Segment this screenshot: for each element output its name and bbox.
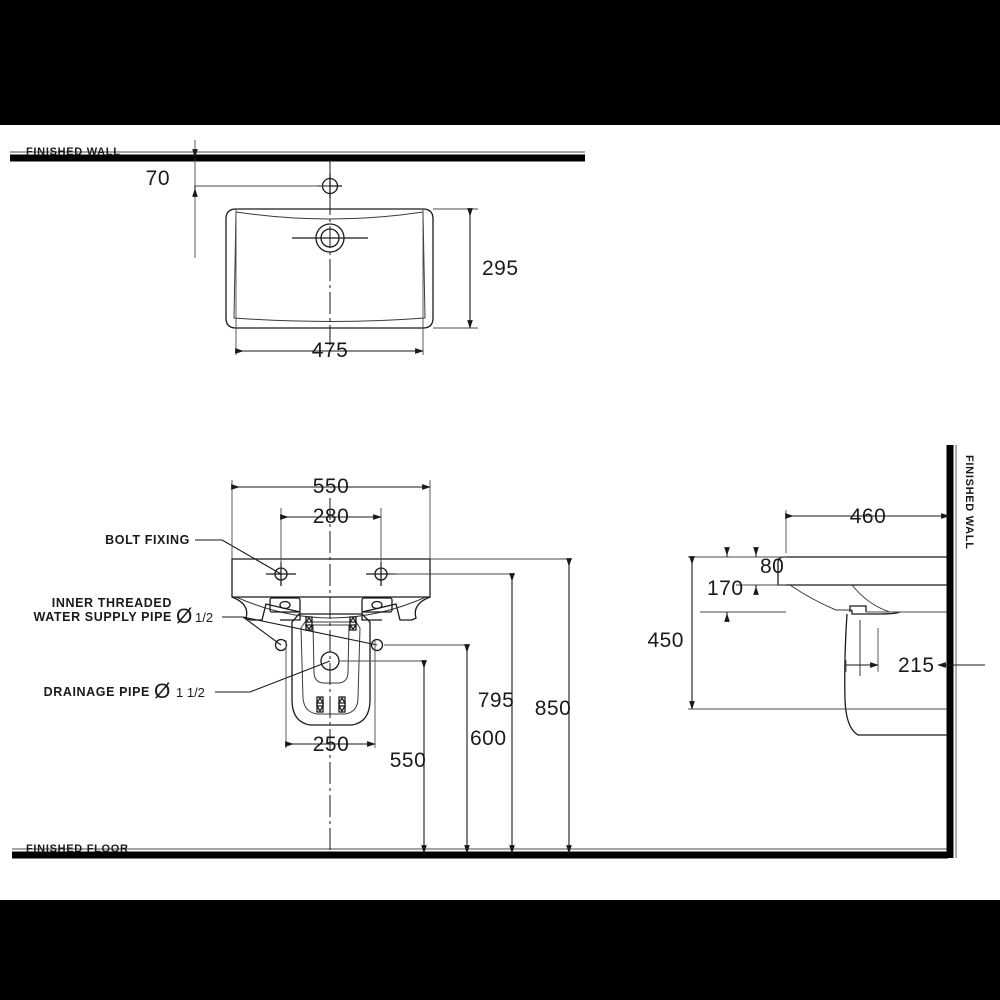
pedestal-fix-bottom-right-arrows: [337, 696, 347, 713]
dimension-front-250: 250: [285, 640, 376, 756]
dimension-side-215: 215: [845, 628, 985, 677]
dimension-label-side-170: 170: [707, 577, 744, 600]
annotation-drainage-pipe: DRAINAGE PIPE: [44, 685, 150, 699]
dimension-front-550-width: 550: [231, 475, 431, 559]
dimension-label-top-475: 475: [312, 339, 349, 362]
dimension-label-front-850: 850: [535, 697, 572, 720]
bracket-hole-right: [371, 600, 383, 610]
pedestal-fix-left-arrows: [304, 616, 314, 631]
side-pedestal-outline: [844, 613, 947, 736]
dimension-label-front-280: 280: [313, 505, 350, 528]
dimension-label-front-550-height: 550: [390, 749, 427, 772]
annotation-water-supply-line2: WATER SUPPLY PIPE: [34, 610, 172, 624]
basin-bowl-curve-front: [235, 596, 427, 619]
dimension-label-top-70: 70: [146, 167, 170, 190]
annotation-drainage-diameter-symbol: Ø: [154, 680, 171, 703]
dimension-front-550-height: 550: [340, 660, 427, 854]
side-basin-rim: [777, 556, 947, 586]
annotation-bolt-fixing: BOLT FIXING: [105, 533, 190, 547]
leader-supply-left: [242, 616, 282, 646]
leader-supply-right: [242, 616, 378, 646]
dimension-label-side-80: 80: [760, 555, 784, 578]
dimension-label-side-450: 450: [647, 629, 684, 652]
pedestal-fix-right-arrows: [348, 616, 358, 631]
finished-floor-label: FINISHED FLOOR: [26, 843, 129, 855]
half-pedestal-recess: [312, 624, 350, 684]
annotation-water-supply-size: 1/2: [195, 610, 213, 625]
drawing-sheet: [0, 125, 1000, 900]
dimension-front-280: 280: [280, 505, 382, 568]
dimension-top-475: 475: [235, 209, 424, 362]
annotation-water-supply-diameter-symbol: Ø: [176, 605, 193, 628]
dimension-label-front-600: 600: [470, 727, 507, 750]
top-view-finished-wall-label: FINISHED WALL: [26, 146, 121, 158]
dimension-side-460: 460: [785, 505, 950, 553]
side-bowl-base-edge: [851, 610, 901, 615]
side-pedestal-neck: [849, 605, 867, 612]
dimension-label-front-250: 250: [313, 733, 350, 756]
dimension-top-70: 70: [146, 140, 330, 258]
dimension-top-295: 295: [433, 208, 519, 329]
leader-bolt-fixing-diagonal: [221, 539, 282, 575]
dimension-label-front-550-width: 550: [313, 475, 350, 498]
half-pedestal-outline: [291, 613, 371, 726]
pedestal-fix-bottom-left-arrows: [315, 696, 325, 713]
water-supply-outlet-left: [274, 638, 288, 652]
dimension-front-850: 850: [430, 558, 572, 854]
dimension-front-795: 795: [390, 573, 515, 854]
half-pedestal-inner: [300, 621, 361, 715]
annotation-water-supply-line1: INNER THREADED: [52, 596, 172, 610]
bracket-plate-left: [269, 597, 301, 613]
water-supply-outlet-right: [370, 638, 384, 652]
dimension-label-side-460: 460: [850, 505, 887, 528]
front-view-group: FINISHED FLOOR: [12, 475, 948, 859]
basin-inner-bowl-top: [233, 211, 426, 322]
annotation-drainage-size: 1 1/2: [176, 685, 205, 700]
pedestal-fixing-marks: [304, 616, 358, 713]
bracket-plate-right: [361, 597, 393, 613]
basin-underside-left: [231, 596, 301, 621]
dimension-side-450: 450: [647, 556, 947, 710]
leader-drainage-diagonal: [249, 660, 331, 693]
basin-underside-right: [361, 596, 431, 621]
dimension-label-top-295: 295: [482, 257, 519, 280]
dimension-label-side-215: 215: [898, 654, 935, 677]
dimension-label-front-795: 795: [478, 689, 515, 712]
side-view-finished-wall-label: FINISHED WALL: [963, 455, 975, 550]
top-view-group: FINISHED WALL 70: [10, 140, 585, 362]
bracket-hole-left: [279, 600, 291, 610]
side-bowl-curve-upper: [789, 584, 852, 611]
side-view-group: FINISHED WALL 460 80: [647, 445, 985, 858]
basin-rim-front: [231, 558, 431, 598]
dimension-front-600: 600: [384, 644, 507, 854]
